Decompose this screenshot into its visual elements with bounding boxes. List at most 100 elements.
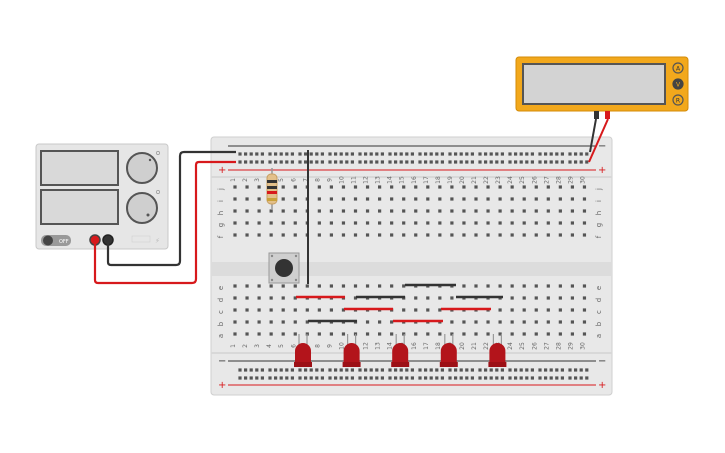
breadboard-hole[interactable] bbox=[546, 308, 550, 312]
breadboard-hole[interactable] bbox=[570, 320, 574, 324]
breadboard-hole[interactable] bbox=[245, 296, 249, 300]
breadboard-hole[interactable] bbox=[522, 197, 526, 201]
breadboard-hole[interactable] bbox=[510, 296, 514, 300]
breadboard-hole[interactable] bbox=[558, 284, 562, 288]
breadboard-hole[interactable] bbox=[399, 368, 403, 372]
breadboard-hole[interactable] bbox=[281, 284, 285, 288]
breadboard-hole[interactable] bbox=[350, 152, 354, 156]
breadboard-hole[interactable] bbox=[560, 152, 564, 156]
breadboard-hole[interactable] bbox=[579, 160, 583, 164]
breadboard-hole[interactable] bbox=[450, 320, 454, 324]
breadboard-hole[interactable] bbox=[498, 185, 502, 189]
breadboard-hole[interactable] bbox=[378, 284, 382, 288]
breadboard-hole[interactable] bbox=[339, 152, 343, 156]
breadboard-hole[interactable] bbox=[546, 185, 550, 189]
breadboard-hole[interactable] bbox=[341, 308, 346, 312]
breadboard-hole[interactable] bbox=[508, 152, 512, 156]
breadboard-hole[interactable] bbox=[245, 221, 249, 225]
breadboard-hole[interactable] bbox=[249, 376, 253, 380]
breadboard-hole[interactable] bbox=[345, 368, 349, 372]
breadboard-hole[interactable] bbox=[309, 368, 313, 372]
breadboard-hole[interactable] bbox=[269, 284, 273, 288]
breadboard-hole[interactable] bbox=[244, 152, 248, 156]
breadboard-hole[interactable] bbox=[269, 209, 273, 213]
breadboard-hole[interactable] bbox=[414, 221, 418, 225]
breadboard-hole[interactable] bbox=[245, 308, 249, 312]
breadboard-hole[interactable] bbox=[257, 308, 261, 312]
breadboard-hole[interactable] bbox=[454, 160, 458, 164]
breadboard-hole[interactable] bbox=[538, 152, 542, 156]
breadboard-hole[interactable] bbox=[405, 160, 409, 164]
breadboard-hole[interactable] bbox=[305, 308, 309, 312]
breadboard-hole[interactable] bbox=[269, 308, 273, 312]
breadboard-hole[interactable] bbox=[549, 152, 553, 156]
breadboard-hole[interactable] bbox=[268, 376, 272, 380]
breadboard-hole[interactable] bbox=[380, 160, 384, 164]
breadboard-hole[interactable] bbox=[405, 368, 409, 372]
breadboard-hole[interactable] bbox=[269, 320, 273, 324]
breadboard-hole[interactable] bbox=[309, 376, 313, 380]
breadboard-hole[interactable] bbox=[405, 152, 409, 156]
breadboard-hole[interactable] bbox=[546, 332, 550, 336]
breadboard-hole[interactable] bbox=[525, 160, 529, 164]
breadboard-hole[interactable] bbox=[304, 368, 308, 372]
breadboard-hole[interactable] bbox=[233, 320, 237, 324]
breadboard-hole[interactable] bbox=[345, 160, 349, 164]
wires[interactable] bbox=[93, 118, 609, 323]
breadboard-hole[interactable] bbox=[546, 209, 550, 213]
breadboard-hole[interactable] bbox=[534, 296, 538, 300]
breadboard-hole[interactable] bbox=[378, 209, 382, 213]
breadboard-hole[interactable] bbox=[285, 160, 289, 164]
breadboard-hole[interactable] bbox=[478, 368, 482, 372]
breadboard-hole[interactable] bbox=[438, 185, 442, 189]
breadboard-hole[interactable] bbox=[435, 376, 439, 380]
breadboard-hole[interactable] bbox=[508, 368, 512, 372]
pushbutton[interactable] bbox=[268, 252, 300, 284]
breadboard-hole[interactable] bbox=[522, 209, 526, 213]
breadboard-hole[interactable] bbox=[260, 160, 264, 164]
breadboard-hole[interactable] bbox=[350, 160, 354, 164]
breadboard-hole[interactable] bbox=[405, 376, 409, 380]
breadboard-hole[interactable] bbox=[255, 160, 259, 164]
breadboard-hole[interactable] bbox=[519, 152, 523, 156]
breadboard-hole[interactable] bbox=[281, 296, 285, 300]
breadboard-hole[interactable] bbox=[534, 185, 538, 189]
breadboard-hole[interactable] bbox=[394, 376, 398, 380]
breadboard-hole[interactable] bbox=[285, 152, 289, 156]
breadboard-hole[interactable] bbox=[582, 320, 587, 324]
breadboard-hole[interactable] bbox=[544, 376, 548, 380]
breadboard-hole[interactable] bbox=[390, 320, 394, 324]
breadboard-hole[interactable] bbox=[399, 376, 403, 380]
probe-black-terminal[interactable] bbox=[594, 111, 599, 119]
breadboard-hole[interactable] bbox=[582, 308, 587, 312]
breadboard-hole[interactable] bbox=[329, 332, 333, 336]
wire-black-probe[interactable] bbox=[589, 118, 597, 153]
breadboard-hole[interactable] bbox=[510, 197, 514, 201]
breadboard-hole[interactable] bbox=[558, 296, 562, 300]
breadboard-hole[interactable] bbox=[255, 152, 259, 156]
breadboard-hole[interactable] bbox=[525, 152, 529, 156]
breadboard-hole[interactable] bbox=[233, 233, 237, 237]
breadboard-hole[interactable] bbox=[522, 308, 526, 312]
breadboard-hole[interactable] bbox=[474, 332, 478, 336]
breadboard-hole[interactable] bbox=[429, 160, 433, 164]
breadboard-hole[interactable] bbox=[233, 185, 237, 189]
breadboard-hole[interactable] bbox=[390, 284, 394, 288]
breadboard-hole[interactable] bbox=[534, 197, 538, 201]
breadboard-hole[interactable] bbox=[514, 368, 518, 372]
breadboard-hole[interactable] bbox=[375, 368, 379, 372]
breadboard-hole[interactable] bbox=[341, 197, 346, 201]
breadboard-hole[interactable] bbox=[402, 209, 406, 213]
breadboard-hole[interactable] bbox=[328, 160, 332, 164]
breadboard-hole[interactable] bbox=[260, 376, 264, 380]
breadboard-hole[interactable] bbox=[418, 368, 422, 372]
breadboard-hole[interactable] bbox=[380, 368, 384, 372]
breadboard-hole[interactable] bbox=[568, 152, 572, 156]
breadboard-hole[interactable] bbox=[233, 197, 237, 201]
breadboard-hole[interactable] bbox=[438, 332, 442, 336]
breadboard-hole[interactable] bbox=[440, 376, 444, 380]
breadboard-hole[interactable] bbox=[380, 152, 384, 156]
breadboard-hole[interactable] bbox=[369, 376, 373, 380]
breadboard-hole[interactable] bbox=[585, 376, 589, 380]
breadboard-hole[interactable] bbox=[426, 233, 430, 237]
